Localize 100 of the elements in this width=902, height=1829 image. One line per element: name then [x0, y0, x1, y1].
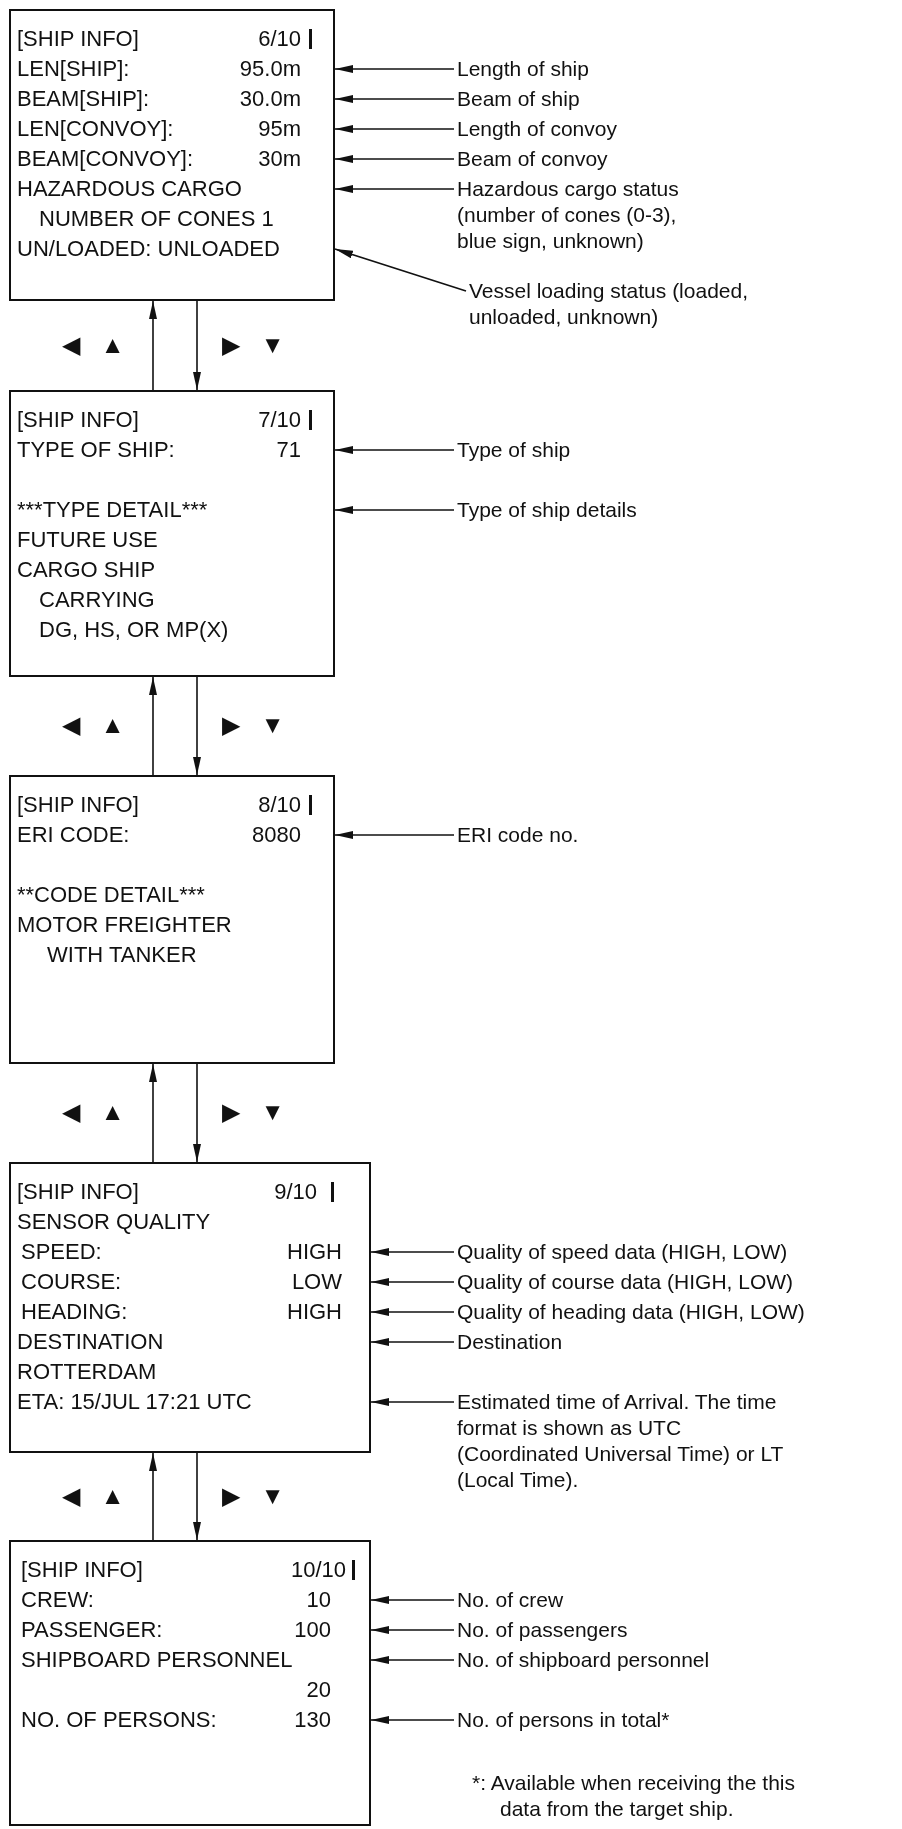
- screen-text: ***TYPE DETAIL***: [17, 497, 208, 523]
- callout-arrow: [334, 155, 455, 163]
- callout-text: Length of convoy: [457, 116, 757, 142]
- screen-text: BEAM[SHIP]:: [17, 86, 150, 112]
- screen-text: WITH TANKER: [47, 942, 197, 968]
- callout-arrow: [334, 248, 467, 292]
- navigation-arrow: [193, 1063, 201, 1163]
- screen-text: CARGO SHIP: [17, 557, 156, 583]
- navigation-arrow: [193, 300, 201, 391]
- key-symbols: ▶ ▼: [222, 331, 285, 358]
- callout-arrow: [334, 831, 455, 839]
- callout-arrow: [370, 1626, 455, 1634]
- screen-text: FUTURE USE: [17, 527, 158, 553]
- screen-text: SENSOR QUALITY: [17, 1209, 211, 1235]
- callout-text: Beam of ship: [457, 86, 757, 112]
- key-symbols: ▶ ▼: [222, 1099, 285, 1125]
- screen-text: ETA: 15/JUL 17:21 UTC: [17, 1389, 252, 1415]
- callout-arrow: [370, 1398, 455, 1406]
- screen-text: ERI CODE:: [17, 822, 130, 848]
- callout-text: No. of passengers: [457, 1617, 837, 1643]
- screen-value: 20: [306, 1677, 331, 1703]
- screen-text: [SHIP INFO]: [17, 792, 139, 818]
- display-screen: [9, 1162, 371, 1453]
- screen-text: COURSE:: [21, 1269, 122, 1295]
- callout-text: Estimated time of Arrival. The time format is shown as UTC (Coordinated Universal Time) or LT (Local Time).: [457, 1389, 802, 1493]
- screen-value: 6/10: [258, 26, 301, 52]
- screen-value: 95.0m: [239, 56, 301, 82]
- screen-text: [SHIP INFO]: [17, 26, 139, 52]
- key-symbols: ▶ ▼: [222, 1482, 285, 1509]
- callout-text: Type of ship: [457, 437, 757, 463]
- screen-text: [SHIP INFO]: [21, 1557, 143, 1583]
- callout-text: Length of ship: [457, 56, 757, 82]
- screen-text: LEN[CONVOY]:: [17, 116, 174, 142]
- key-symbols: ◀ ▲: [62, 1099, 125, 1125]
- screen-text: **CODE DETAIL***: [17, 882, 205, 908]
- screen-value: 8080: [252, 822, 301, 848]
- callout-text: ERI code no.: [457, 822, 757, 848]
- callout-arrow: [334, 65, 455, 73]
- screen-value: 95m: [258, 116, 301, 142]
- screen-value: 30.0m: [239, 86, 301, 112]
- callout-text: Quality of heading data (HIGH, LOW): [457, 1299, 877, 1325]
- key-symbols: ▶ ▼: [222, 712, 285, 738]
- callout-arrow: [334, 185, 455, 193]
- screen-text: DESTINATION: [17, 1329, 164, 1355]
- screen-text: HEADING:: [21, 1299, 128, 1325]
- navigation-arrow: [149, 1452, 157, 1541]
- callout-text: Quality of speed data (HIGH, LOW): [457, 1239, 877, 1265]
- navigation-arrow: [193, 676, 201, 776]
- screen-text: NO. OF PERSONS:: [21, 1707, 217, 1733]
- screen-text: ROTTERDAM: [17, 1359, 157, 1385]
- callout-text: Type of ship details: [457, 497, 757, 523]
- screen-text: SHIPBOARD PERSONNEL: [21, 1647, 293, 1673]
- screen-text: PASSENGER:: [21, 1617, 163, 1643]
- navigation-arrow: [149, 1063, 157, 1163]
- screen-value: 71: [276, 437, 301, 463]
- key-symbols: ◀ ▲: [62, 1482, 125, 1509]
- callout-arrow: [370, 1716, 455, 1724]
- callout-arrow: [370, 1338, 455, 1346]
- screen-value: 8/10: [258, 792, 301, 818]
- screen-value: LOW: [291, 1269, 342, 1295]
- screen-value: 130: [294, 1707, 331, 1733]
- display-screen: [9, 9, 335, 301]
- screen-value: 9/10: [274, 1179, 317, 1205]
- callout-text: No. of shipboard personnel: [457, 1647, 837, 1673]
- screen-value: 30m: [258, 146, 301, 172]
- screen-text: MOTOR FREIGHTER: [17, 912, 232, 938]
- callout-arrow: [370, 1248, 455, 1256]
- screen-value: 7/10: [258, 407, 301, 433]
- screen-text: CARRYING: [39, 587, 155, 613]
- screen-value: 10/10: [290, 1557, 346, 1583]
- callout-arrow: [334, 506, 455, 514]
- callout-text: Quality of course data (HIGH, LOW): [457, 1269, 877, 1295]
- footnote: *: Available when receiving the this data from the target ship.: [472, 1770, 796, 1822]
- screen-value: 10: [306, 1587, 331, 1613]
- callout-arrow: [370, 1596, 455, 1604]
- callout-text: No. of crew: [457, 1587, 837, 1613]
- callout-text: No. of persons in total*: [457, 1707, 837, 1733]
- screen-text: LEN[SHIP]:: [17, 56, 130, 82]
- callout-arrow: [370, 1278, 455, 1286]
- screen-text: SPEED:: [21, 1239, 102, 1265]
- navigation-arrow: [149, 676, 157, 776]
- callout-text: Hazardous cargo status (number of cones (0-3), blue sign, unknown): [457, 176, 707, 254]
- callout-arrow: [334, 125, 455, 133]
- screen-value: 100: [294, 1617, 331, 1643]
- callout-arrow: [334, 446, 455, 454]
- screen-text: NUMBER OF CONES 1: [39, 206, 274, 232]
- callout-text: Vessel loading status (loaded, unloaded, unknown): [469, 278, 769, 330]
- screen-value: HIGH: [287, 1239, 342, 1265]
- screen-text: [SHIP INFO]: [17, 407, 139, 433]
- callout-arrow: [334, 95, 455, 103]
- callout-arrow: [370, 1656, 455, 1664]
- callout-arrow: [370, 1308, 455, 1316]
- callout-text: Beam of convoy: [457, 146, 757, 172]
- screen-text: CREW:: [21, 1587, 94, 1613]
- navigation-arrow: [193, 1452, 201, 1541]
- key-symbols: ◀ ▲: [62, 712, 125, 738]
- callout-text: Destination: [457, 1329, 877, 1355]
- navigation-arrow: [149, 300, 157, 391]
- screen-text: [SHIP INFO]: [17, 1179, 139, 1205]
- display-screen: [9, 775, 335, 1064]
